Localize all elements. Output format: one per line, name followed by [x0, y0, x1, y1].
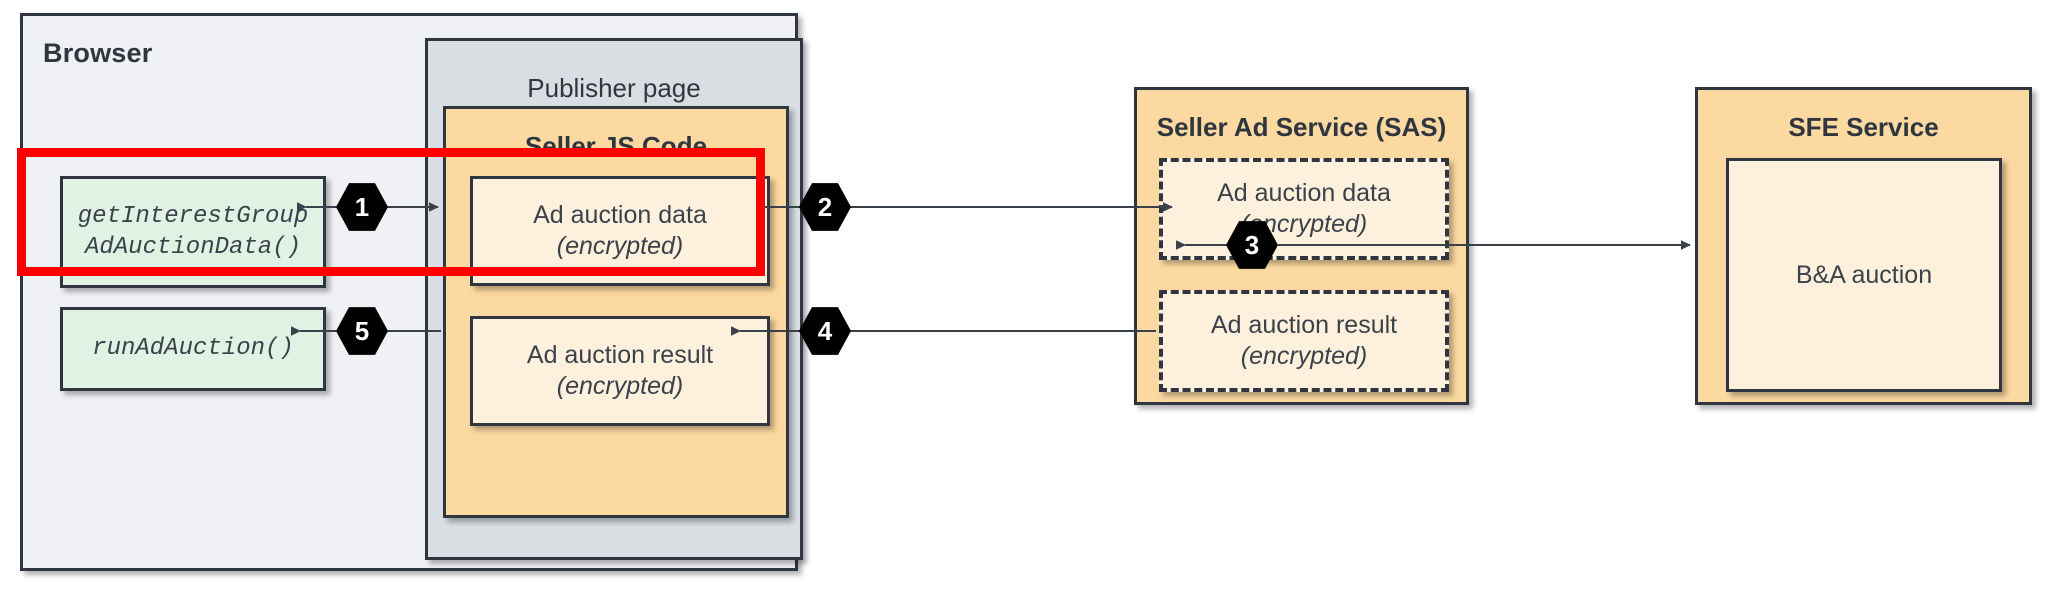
sas-ad-auction-result-box[interactable]: Ad auction result (encrypted) — [1159, 290, 1449, 392]
step-badge-4: 4 — [799, 305, 851, 357]
sas-ad-auction-result-line2: (encrypted) — [1240, 342, 1368, 370]
api-get-line2: AdAuctionData() — [84, 234, 302, 261]
api-run-line1: runAdAuction() — [92, 335, 294, 363]
sfe-bna-auction-box[interactable]: B&A auction — [1726, 158, 2002, 392]
step-badge-3-number: 3 — [1244, 230, 1260, 260]
sas-ad-auction-data-box[interactable]: Ad auction data (encrypted) — [1159, 158, 1449, 260]
seller-js-ad-auction-data-line2: (encrypted) — [556, 232, 684, 260]
seller-js-ad-auction-result-box[interactable]: Ad auction result (encrypted) — [470, 316, 770, 426]
step-badge-2: 2 — [799, 181, 851, 233]
step-badge-1: 1 — [336, 181, 388, 233]
step-badge-5-number: 5 — [354, 316, 370, 346]
step-badge-2-number: 2 — [817, 192, 833, 222]
seller-js-ad-auction-result-line1: Ad auction result — [526, 340, 714, 369]
hexagon-icon — [799, 183, 851, 231]
hexagon-icon — [799, 307, 851, 355]
seller-ad-service-label: Seller Ad Service (SAS) — [1156, 112, 1447, 142]
sas-ad-auction-data-line1: Ad auction data — [1217, 178, 1391, 207]
browser-label: Browser — [43, 38, 153, 68]
seller-js-ad-auction-result-line2: (encrypted) — [556, 372, 684, 400]
sfe-service-container: SFE Service B&A auction — [1695, 87, 2032, 405]
step-badge-4-number: 4 — [817, 316, 833, 346]
api-get-line1: getInterestGroup — [77, 202, 309, 230]
sfe-service-label: SFE Service — [1788, 112, 1939, 142]
step-badge-3: 3 — [1226, 219, 1278, 271]
sfe-bna-auction-label: B&A auction — [1795, 260, 1933, 289]
seller-js-ad-auction-data-line1: Ad auction data — [533, 200, 707, 229]
sas-ad-auction-result-line1: Ad auction result — [1210, 310, 1398, 339]
api-box-run-ad-auction[interactable]: runAdAuction() — [60, 307, 326, 391]
publisher-page-label: Publisher page — [527, 73, 701, 103]
step-badge-5: 5 — [336, 305, 388, 357]
step-badge-1-number: 1 — [354, 192, 370, 222]
browser-container: Browser getInterestGroup AdAuctionData()… — [20, 13, 803, 571]
